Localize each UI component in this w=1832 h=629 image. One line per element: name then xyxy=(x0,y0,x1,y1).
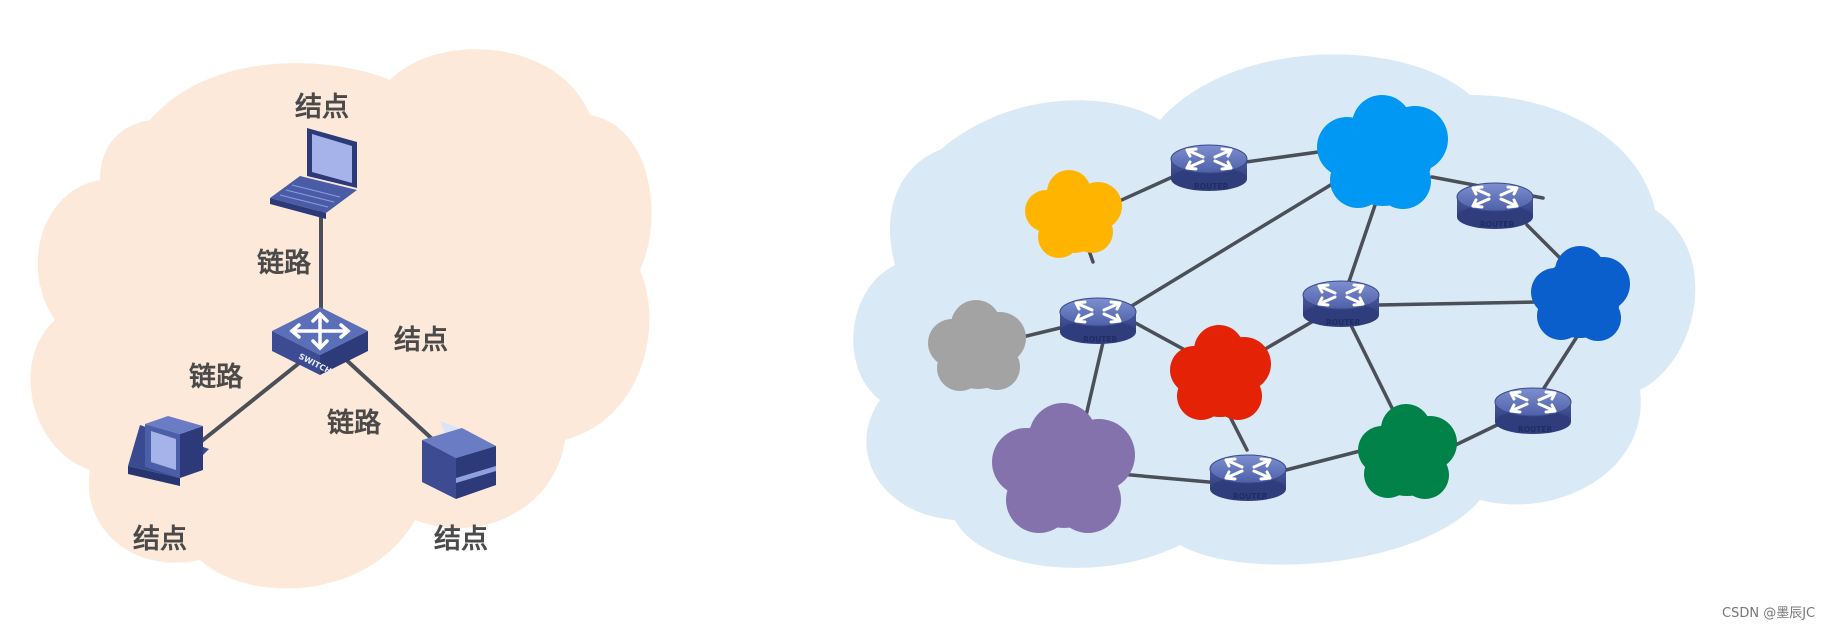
link-label-top: 链路 xyxy=(257,247,312,279)
network-cloud-purple xyxy=(992,403,1135,533)
link-switch-pc xyxy=(196,358,305,446)
router-5: ROUTER xyxy=(1493,386,1573,436)
link-switch-printer xyxy=(340,354,444,450)
left-star-topology: SWITCH 结点 链路 结点 链路 链路 结点 结点 xyxy=(30,49,652,589)
node-label-pc: 结点 xyxy=(133,524,187,555)
node-label-switch: 结点 xyxy=(394,325,448,356)
network-cloud-sky xyxy=(1317,95,1448,209)
router-4: ROUTER xyxy=(1301,279,1381,329)
router-6: ROUTER xyxy=(1208,453,1288,503)
router-1-label: ROUTER xyxy=(1194,182,1228,191)
network-cloud-grey xyxy=(928,300,1026,391)
desktop-computer-icon xyxy=(128,416,209,486)
network-cloud-yellow xyxy=(1025,170,1122,258)
printer-icon xyxy=(422,421,496,499)
network-cloud-red xyxy=(1170,325,1271,420)
link-label-right: 链路 xyxy=(327,407,382,439)
router-3-label: ROUTER xyxy=(1083,335,1117,344)
network-cloud-blue xyxy=(1531,246,1630,341)
router-3: ROUTER xyxy=(1058,296,1138,346)
link-label-left: 链路 xyxy=(189,361,244,393)
node-label-laptop: 结点 xyxy=(295,92,349,123)
network-cloud-green xyxy=(1358,404,1457,499)
laptop-icon xyxy=(270,128,357,219)
csdn-watermark: CSDN @墨辰JC xyxy=(1722,606,1815,621)
node-label-printer: 结点 xyxy=(434,524,488,555)
right-mesh-topology: ROUTER ROUTER ROUTER ROUTER ROUTER ROUTE… xyxy=(853,54,1696,568)
router-2-label: ROUTER xyxy=(1480,220,1514,229)
router-5-label: ROUTER xyxy=(1518,425,1552,434)
router-4-label: ROUTER xyxy=(1326,318,1360,327)
router-2: ROUTER xyxy=(1455,181,1535,231)
router-1: ROUTER xyxy=(1169,143,1249,193)
router-6-label: ROUTER xyxy=(1233,492,1267,501)
switch-icon: SWITCH xyxy=(272,307,368,376)
